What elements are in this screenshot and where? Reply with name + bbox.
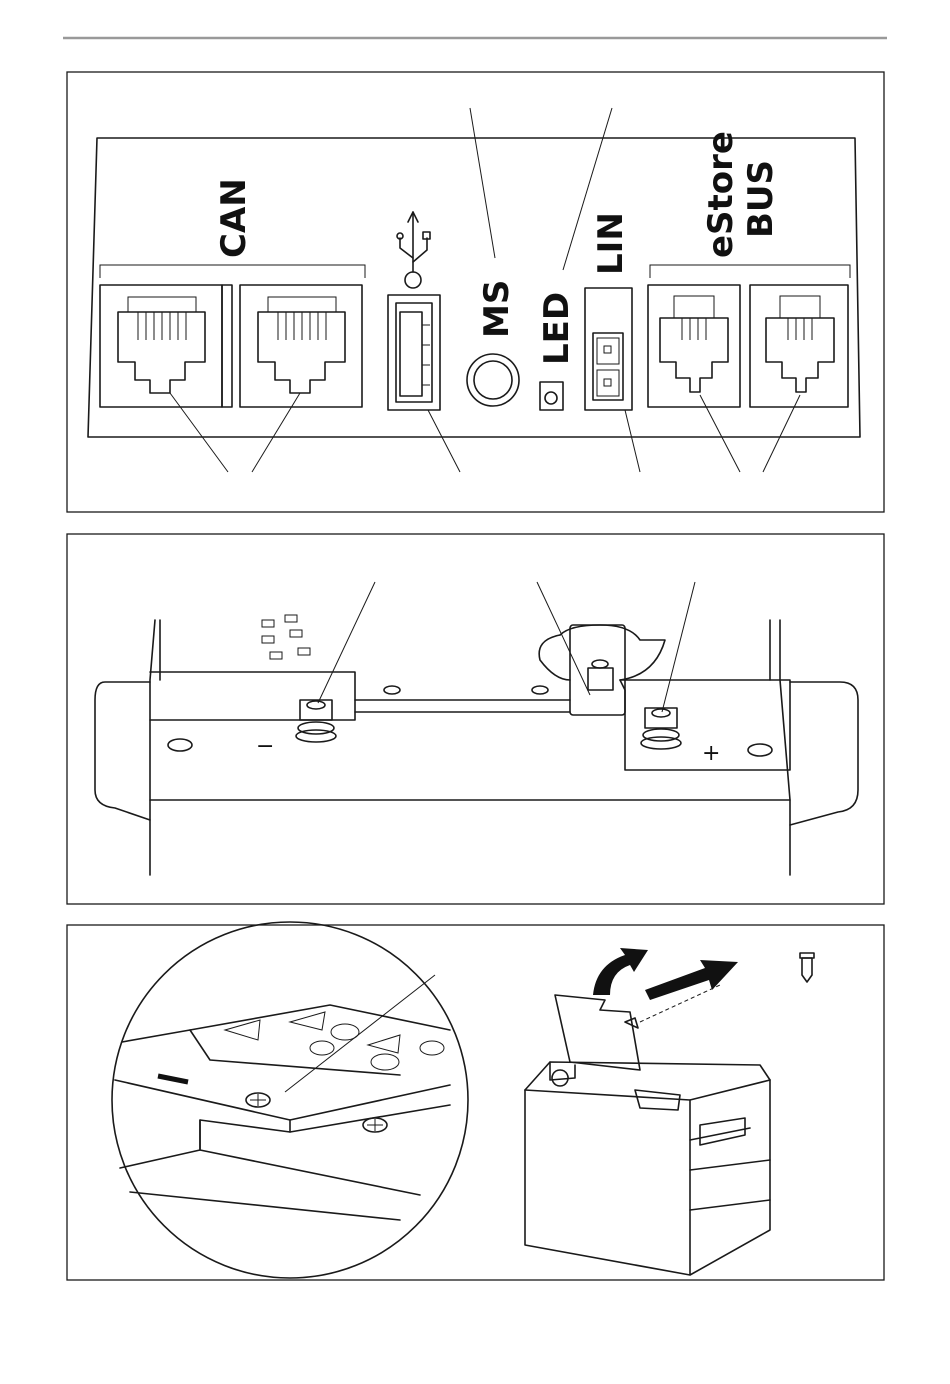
estore-bracket (649, 264, 851, 278)
device-outline (87, 137, 861, 438)
lin-port (584, 287, 633, 411)
battery-illustration (524, 984, 771, 1276)
usb-icon (396, 211, 431, 289)
panel-connectors: CAN (66, 71, 885, 513)
estore-port-1 (647, 284, 741, 408)
can-label: CAN (214, 178, 254, 258)
minus-symbol: − (256, 734, 274, 759)
can-bracket (99, 264, 366, 278)
screw-icon (362, 1117, 388, 1133)
positive-terminal (640, 707, 682, 750)
can-port-2 (239, 284, 363, 408)
estore-label: eStore (701, 131, 741, 258)
pull-arrow-icon (645, 960, 738, 1000)
vent-marks (261, 614, 311, 660)
detail-magnifier (111, 921, 469, 1279)
estore-port-2 (749, 284, 849, 408)
callout-lines (169, 107, 801, 473)
led-label: LED (537, 292, 577, 365)
panel-frame (66, 924, 885, 1281)
cover-flap (554, 994, 641, 1071)
clip-icon (799, 952, 815, 983)
screw-icon (245, 1092, 271, 1108)
can-port-1 (99, 284, 233, 408)
ms-label: MS (477, 280, 517, 338)
panel-battery-terminals: − + (66, 533, 885, 905)
detail-view (114, 974, 451, 1221)
ms-button (466, 353, 520, 407)
plus-symbol: + (702, 741, 720, 766)
middle-terminal (587, 659, 614, 691)
negative-terminal (295, 699, 337, 743)
panel-frame (66, 71, 885, 513)
lin-label: LIN (591, 212, 631, 275)
callout-lines (317, 581, 696, 713)
bus-label: BUS (741, 160, 781, 238)
panel-frame (66, 533, 885, 905)
battery-body (149, 799, 791, 876)
usb-port (387, 294, 441, 411)
led-indicator (539, 381, 564, 411)
lift-arrow-icon (593, 948, 648, 995)
panel-cover-removal (66, 921, 885, 1281)
